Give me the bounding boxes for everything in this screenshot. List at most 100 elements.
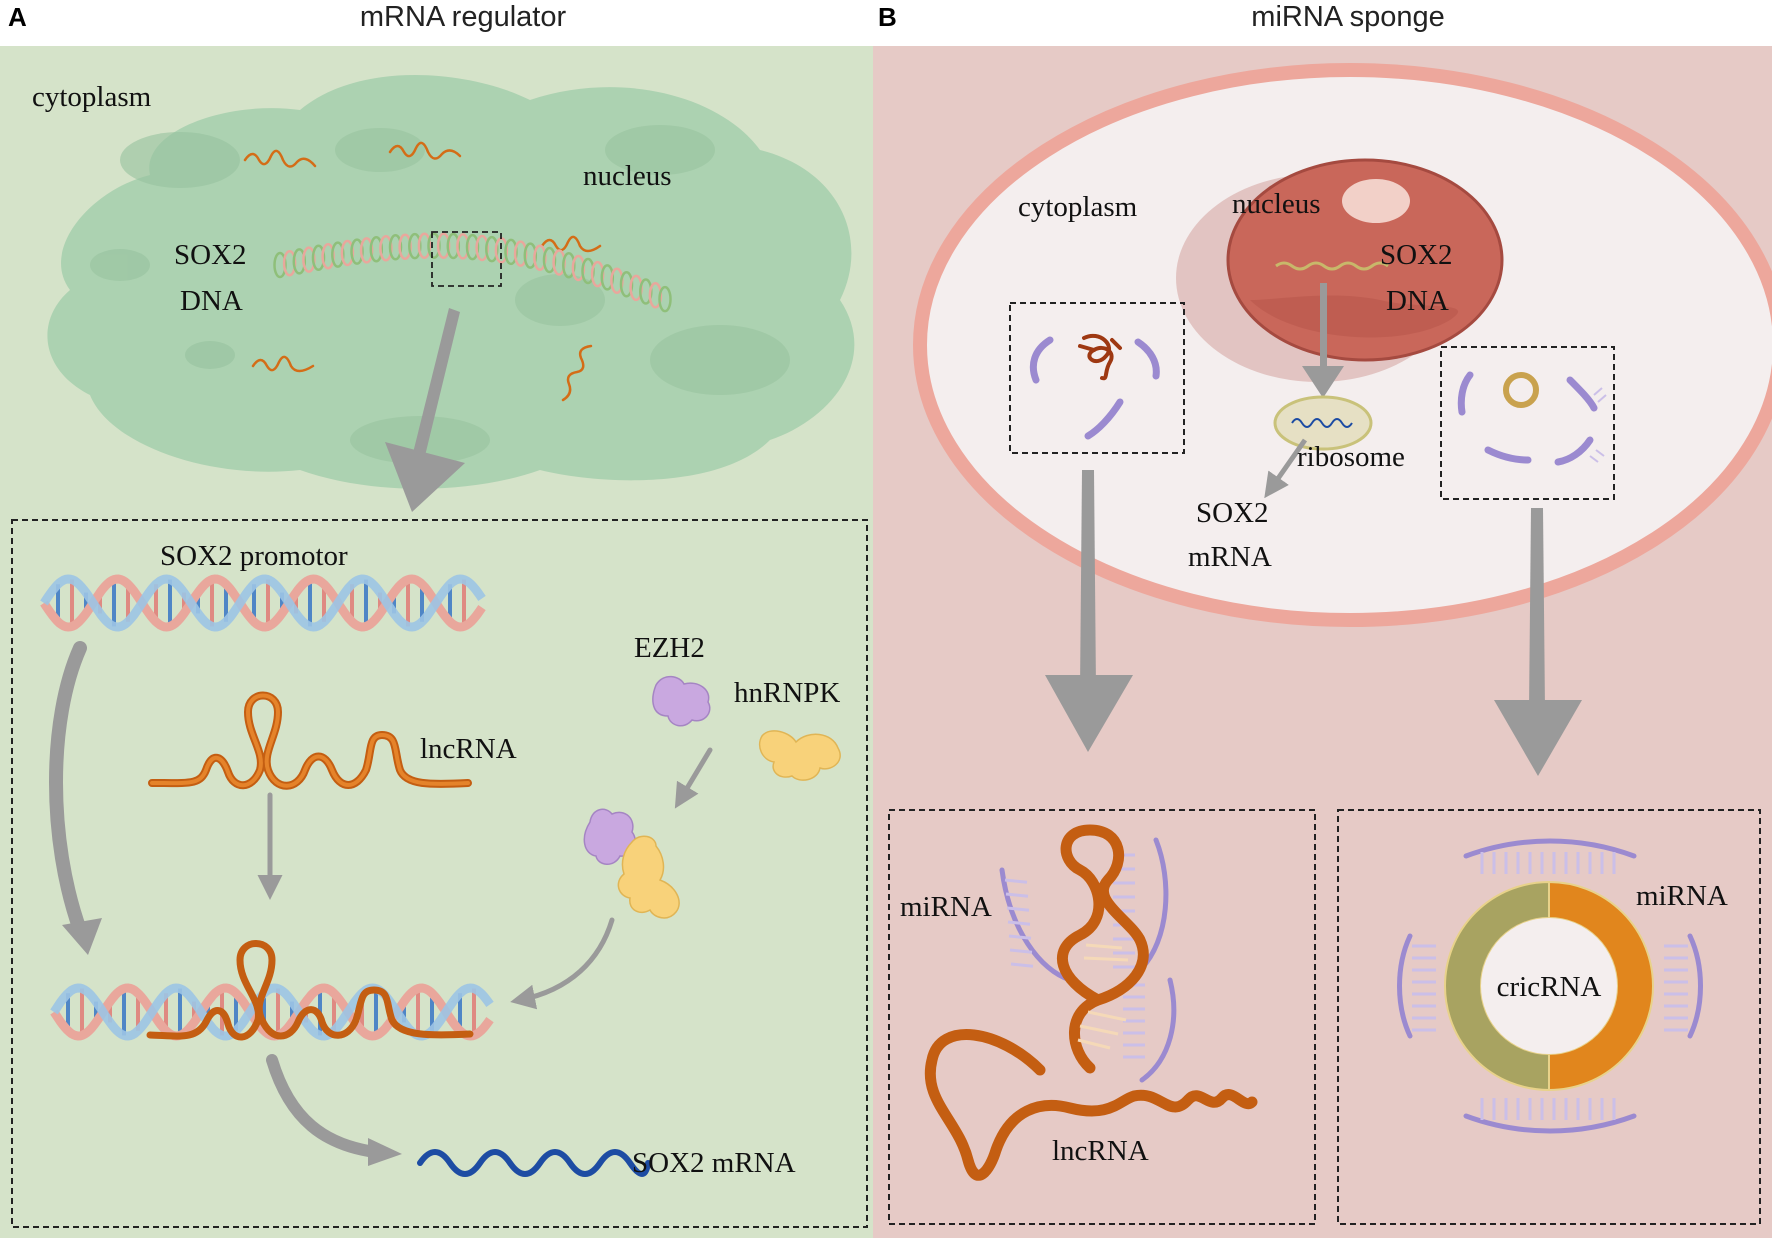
- panel-b: B miRNA sponge cytoplasm nucleus SOX2 DN…: [873, 1, 1772, 1238]
- circrna-inner: [1481, 918, 1617, 1054]
- mirna-tick: [1004, 878, 1028, 884]
- inset-to-detail-arrows: [1045, 470, 1582, 776]
- sox2-promotor-helix: [40, 574, 486, 632]
- lncrna-sponge-box: [888, 809, 1316, 1225]
- nucleus-to-ribosome-arrow: [1302, 283, 1344, 398]
- helix-loop: [542, 246, 557, 274]
- hnrnpk-protein: [758, 730, 841, 781]
- helix-loop: [485, 235, 499, 263]
- complex-hnrnpk-part: [617, 835, 680, 919]
- panel-a-title: mRNA regulator: [360, 1, 567, 33]
- mirna-left-label: miRNA: [900, 891, 992, 923]
- curved-arrow-mrna-head: [368, 1138, 402, 1166]
- lncrna-label: lncRNA: [420, 733, 517, 765]
- helix-loop: [292, 248, 307, 275]
- circrna-label: cricRNA: [1497, 971, 1602, 1003]
- panel-b-dna-label: DNA: [1386, 285, 1449, 317]
- helix-loop: [417, 232, 432, 260]
- helix-strand-b: [40, 574, 486, 632]
- lncrna-inset-box: [1009, 302, 1185, 454]
- helix-loop: [465, 233, 480, 261]
- panel-a: A mRNA regulator cytoplasm nucleus SOX2: [0, 1, 873, 1238]
- curved-arrow-left: [49, 641, 87, 937]
- mirna-tick: [1008, 934, 1032, 940]
- panel-a-dna-label: DNA: [180, 285, 243, 317]
- helix-loop: [302, 246, 316, 273]
- helix-loop: [475, 234, 489, 262]
- lncrna-strand-highlight: [150, 693, 470, 788]
- lncrna-sponge-label: lncRNA: [1052, 1135, 1149, 1167]
- helix-loop: [398, 233, 412, 260]
- zoom-down-arrow: [385, 308, 465, 512]
- panel-a-sox2-label: SOX2: [174, 239, 247, 271]
- hnrnpk-label: hnRNPK: [734, 677, 840, 709]
- sox2-promotor-label: SOX2 promotor: [160, 540, 348, 572]
- panel-a-cytoplasm-label: cytoplasm: [32, 81, 152, 113]
- cell-dna-helix: [273, 232, 672, 313]
- helix-loop: [273, 251, 287, 279]
- detail-box: [11, 519, 868, 1228]
- circrna-inset-mirna-ticks: [1589, 387, 1607, 463]
- panel-a-nucleus-label: nucleus: [583, 160, 672, 192]
- circrna-mirna-ticks: [1412, 852, 1688, 1120]
- mirna-tick: [1006, 906, 1030, 912]
- green-cell-shape: [47, 75, 855, 489]
- zoom-box: [431, 231, 502, 287]
- mirna-tick: [1009, 948, 1033, 954]
- helix-loop: [562, 251, 576, 279]
- circrna-inset-mirnas: [1457, 371, 1598, 466]
- mirna-right-label: miRNA: [1636, 880, 1728, 912]
- circrna-inset-ring: [1503, 372, 1539, 408]
- mrna-label-line1: SOX2: [1196, 497, 1269, 529]
- mrna-label-line2: mRNA: [1188, 541, 1272, 573]
- curved-arrow-left-head: [62, 918, 102, 955]
- helix-loop: [331, 241, 345, 268]
- helix-loop: [340, 239, 355, 267]
- lncrna-sponge-mirna-ticks: [1004, 853, 1145, 1059]
- panel-b-letter: B: [878, 2, 897, 32]
- lncrna-sponge-basepairs: [1077, 943, 1129, 1050]
- lncrna-sponge-stemloop: [1057, 824, 1149, 1074]
- helix-loop: [379, 234, 393, 262]
- ribosome-label: ribosome: [1297, 441, 1405, 473]
- lncrna-inset-mirnas: [1029, 336, 1160, 440]
- helix-loop: [350, 238, 364, 265]
- panel-b-nucleus-label: nucleus: [1232, 188, 1321, 220]
- panel-a-letter: A: [8, 2, 27, 32]
- small-rna-squiggles: [243, 141, 602, 402]
- helix-loop: [321, 242, 335, 270]
- panel-b-cytoplasm-label: cytoplasm: [1018, 191, 1138, 223]
- helix-loop: [504, 238, 518, 266]
- mirna-tick: [1010, 962, 1034, 968]
- detail-arrows: [257, 747, 713, 1010]
- ezh2-protein: [652, 675, 711, 727]
- bound-lncrna: [146, 940, 474, 1041]
- nucleolus: [1342, 179, 1410, 223]
- helix-loop: [523, 242, 538, 269]
- lncrna-sponge-tail: [924, 1029, 1258, 1181]
- helix-loop: [446, 232, 461, 260]
- sox2-mrna-label: SOX2 mRNA: [632, 1147, 796, 1179]
- helix-loop: [427, 232, 441, 259]
- ribosome-to-mrna-arrow: [1264, 438, 1308, 499]
- helix-loop: [311, 244, 326, 272]
- mirna-tick: [1005, 892, 1029, 898]
- helix-loop: [658, 285, 672, 313]
- lncrna-inset-knot: [1078, 334, 1122, 381]
- circrna-inset-box: [1440, 346, 1615, 500]
- helix-loop: [388, 234, 403, 261]
- helix-loop: [456, 233, 470, 260]
- helix-loop: [408, 232, 422, 260]
- curved-arrow-mrna: [266, 1054, 381, 1158]
- panel-b-sox2-label: SOX2: [1380, 239, 1453, 271]
- helix-loop: [533, 244, 547, 271]
- helix-strand-a: [40, 574, 486, 632]
- circrna-mirna-arcs: [1397, 838, 1703, 1134]
- panel-b-title: miRNA sponge: [1251, 1, 1444, 33]
- ribosome-mrna: [1291, 418, 1353, 428]
- ezh2-label: EZH2: [634, 632, 705, 664]
- circrna-sponge-box: [1337, 809, 1761, 1225]
- sox2-mrna-wave: [417, 1149, 651, 1177]
- nucleus-inner-shade: [1250, 295, 1459, 338]
